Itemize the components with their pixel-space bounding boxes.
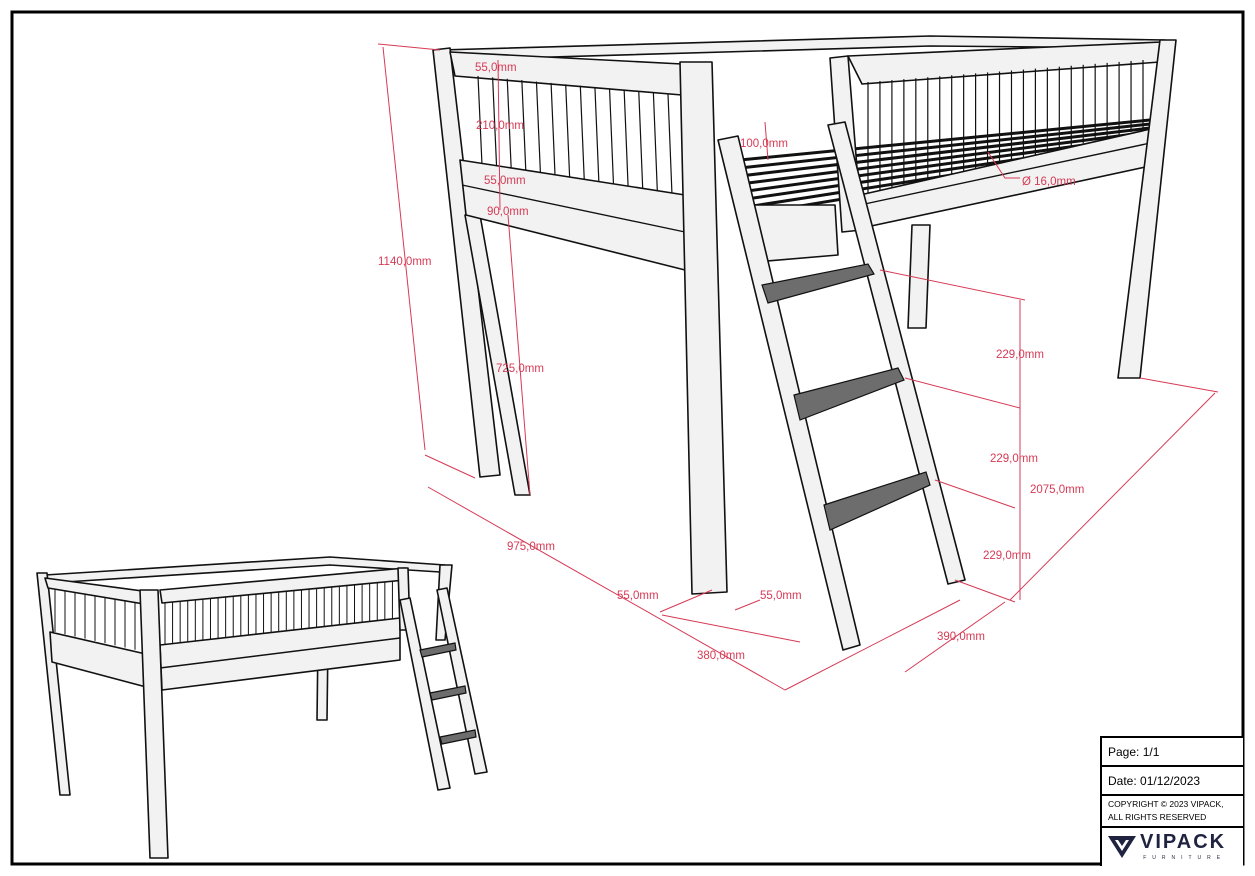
- dim-rail-gap: 210,0mm: [476, 120, 524, 132]
- dim-step-1: 229,0mm: [996, 349, 1044, 361]
- dim-length: 2075,0mm: [1030, 484, 1084, 496]
- baluster: [623, 89, 629, 189]
- balusters: [477, 60, 1144, 196]
- dim-step-2: 229,0mm: [990, 453, 1038, 465]
- right-post: [1117, 39, 1177, 379]
- baluster: [594, 87, 600, 184]
- dim-post-left: 55,0mm: [617, 590, 659, 602]
- date: Date: 01/12/2023: [1102, 767, 1243, 796]
- dimension-labels: 55,0mm 210,0mm 55,0mm 90,0mm 100,0mm Ø 1…: [378, 62, 1084, 662]
- thumbnail-bed-drawing: [36, 556, 488, 859]
- logo-text: VIPACK: [1140, 831, 1227, 853]
- baluster: [565, 84, 571, 179]
- dim-ladder-hook: 100,0mm: [740, 138, 788, 150]
- vipack-logo-icon: [1108, 836, 1136, 858]
- dimension-lines: [377, 43, 1219, 691]
- dim-ladder-depth: 390,0mm: [937, 631, 985, 643]
- dim-lower-rail: 55,0mm: [484, 175, 526, 187]
- page-number: Page: 1/1: [1102, 738, 1243, 767]
- slat: [739, 122, 1151, 170]
- copyright-line-1: COPYRIGHT © 2023 VIPACK,: [1108, 799, 1224, 809]
- dim-post-right: 55,0mm: [760, 590, 802, 602]
- dim-under-height: 725,0mm: [496, 363, 544, 375]
- vipack-logo: VIPACK FURNITURE: [1102, 828, 1243, 864]
- baluster: [477, 75, 483, 166]
- baluster: [492, 77, 498, 168]
- baluster: [638, 91, 644, 191]
- copyright: COPYRIGHT © 2023 VIPACK, ALL RIGHTS RESE…: [1102, 796, 1243, 828]
- title-block: Page: 1/1 Date: 01/12/2023 COPYRIGHT © 2…: [1100, 736, 1243, 866]
- baluster: [608, 88, 615, 186]
- center-front-post: [679, 61, 728, 595]
- slat: [739, 130, 1151, 186]
- dim-side-board: 90,0mm: [487, 206, 529, 218]
- top-rail-right: [847, 41, 1163, 85]
- baluster: [535, 81, 542, 175]
- dim-width: 975,0mm: [507, 541, 555, 553]
- baluster: [521, 80, 527, 172]
- ladder-step-3: [823, 471, 931, 531]
- dim-total-height: 1140,0mm: [378, 256, 431, 268]
- dim-top-rail: 55,0mm: [475, 62, 517, 74]
- slat: [739, 126, 1151, 178]
- baluster: [652, 92, 658, 193]
- sheet-border: [10, 10, 1245, 866]
- slat: [739, 118, 1151, 162]
- baluster: [579, 85, 585, 182]
- baluster: [550, 82, 556, 177]
- ladder-step-1: [761, 263, 875, 304]
- ladder-left-stringer: [717, 135, 861, 651]
- left-back-post: [432, 47, 501, 478]
- dim-ladder-offset: 380,0mm: [697, 650, 745, 662]
- baluster: [506, 78, 512, 170]
- main-bed-drawing: [432, 35, 1177, 651]
- dim-baluster-diameter: Ø 16,0mm: [1022, 176, 1076, 188]
- copyright-line-2: ALL RIGHTS RESERVED: [1108, 812, 1207, 822]
- baluster: [667, 93, 673, 196]
- ladder-step-2: [793, 367, 905, 421]
- logo-subtext: FURNITURE: [1143, 855, 1227, 861]
- ladder-right-stringer: [827, 121, 966, 585]
- back-right-leg: [907, 224, 931, 329]
- dim-step-3: 229,0mm: [983, 550, 1031, 562]
